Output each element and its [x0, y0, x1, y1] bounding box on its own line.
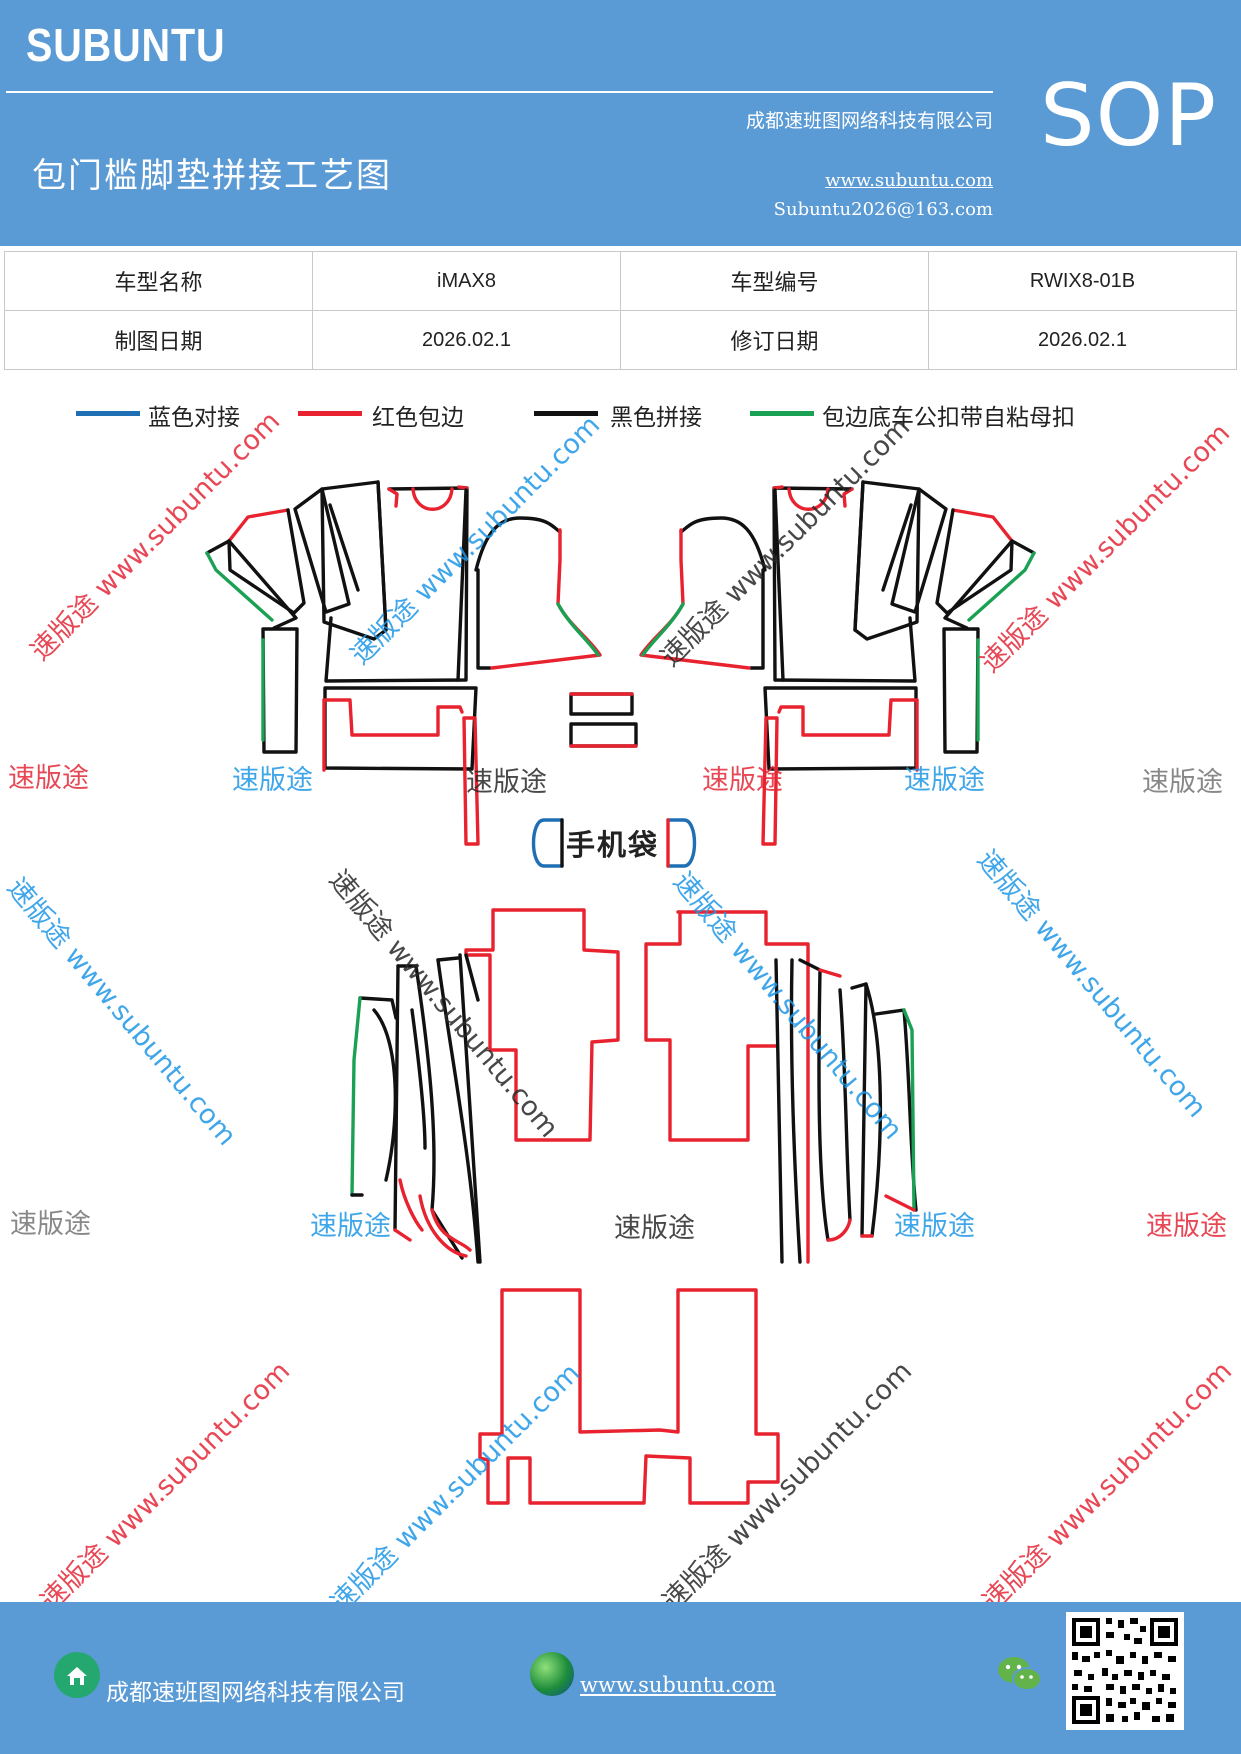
legend-swatch-green: [750, 411, 814, 416]
sop-badge: SOP: [1040, 66, 1218, 166]
header-divider: [6, 91, 993, 93]
stamp-text: 速版途: [10, 1209, 91, 1240]
stamp-text: 速版途: [232, 765, 313, 796]
legend-label-blue: 蓝色对接: [148, 405, 240, 431]
qr-code: [1066, 1612, 1184, 1730]
wechat-icon[interactable]: [996, 1652, 1044, 1696]
stamp-text: 速版途: [8, 763, 89, 794]
stamp-text: 速版途: [904, 765, 985, 796]
brand-logo: SUBUNTU: [26, 19, 226, 71]
globe-icon: [530, 1652, 574, 1696]
header-email: Subuntu2026@163.com: [773, 199, 993, 220]
stamp-text: 速版途: [1142, 767, 1223, 798]
rear-left-mat: [350, 908, 620, 1264]
table-label-model-name: 车型名称: [4, 251, 313, 311]
rear-right-mat: [644, 910, 918, 1264]
legend-swatch-blue: [76, 411, 140, 416]
phone-bag-outline: [531, 818, 697, 868]
third-row-mat: [478, 1288, 780, 1505]
table-label-revision-date: 修订日期: [620, 310, 929, 370]
legend-swatch-black: [534, 411, 598, 416]
footer-company: 成都速班图网络科技有限公司: [106, 1680, 405, 1706]
footer-website-link[interactable]: www.subuntu.com: [580, 1673, 776, 1697]
legend-label-red: 红色包边: [372, 405, 464, 431]
table-row: 制图日期 2026.02.1 修订日期 2026.02.1: [4, 310, 1237, 370]
stamp-text: 速版途: [466, 767, 547, 798]
table-label-model-code: 车型编号: [620, 251, 929, 311]
stamp-text: 速版途: [614, 1213, 695, 1244]
table-label-draw-date: 制图日期: [4, 310, 313, 370]
legend-label-black: 黑色拼接: [610, 405, 702, 431]
header-website-link[interactable]: www.subuntu.com: [825, 170, 993, 191]
phone-bag-label: 手机袋: [566, 828, 660, 862]
info-table: 车型名称 iMAX8 车型编号 RWIX8-01B 制图日期 2026.02.1…: [4, 251, 1237, 370]
front-left-mat-group: [205, 480, 602, 846]
legend-swatch-red: [298, 411, 362, 416]
table-value-model-name: iMAX8: [312, 251, 621, 311]
table-value-revision-date: 2026.02.1: [928, 310, 1237, 370]
center-strips: [569, 692, 638, 748]
header-company: 成都速班图网络科技有限公司: [745, 110, 993, 132]
front-right-mat-group: [639, 480, 1036, 846]
stamp-text: 速版途: [894, 1211, 975, 1242]
page-title: 包门槛脚垫拼接工艺图: [32, 156, 392, 196]
stamp-text: 速版途: [1146, 1211, 1227, 1242]
table-value-draw-date: 2026.02.1: [312, 310, 621, 370]
legend-label-green: 包边底车公扣带自粘母扣: [822, 405, 1075, 431]
stamp-text: 速版途: [702, 765, 783, 796]
header-banner: [0, 0, 1241, 246]
home-icon: [54, 1652, 100, 1698]
stamp-text: 速版途: [310, 1211, 391, 1242]
